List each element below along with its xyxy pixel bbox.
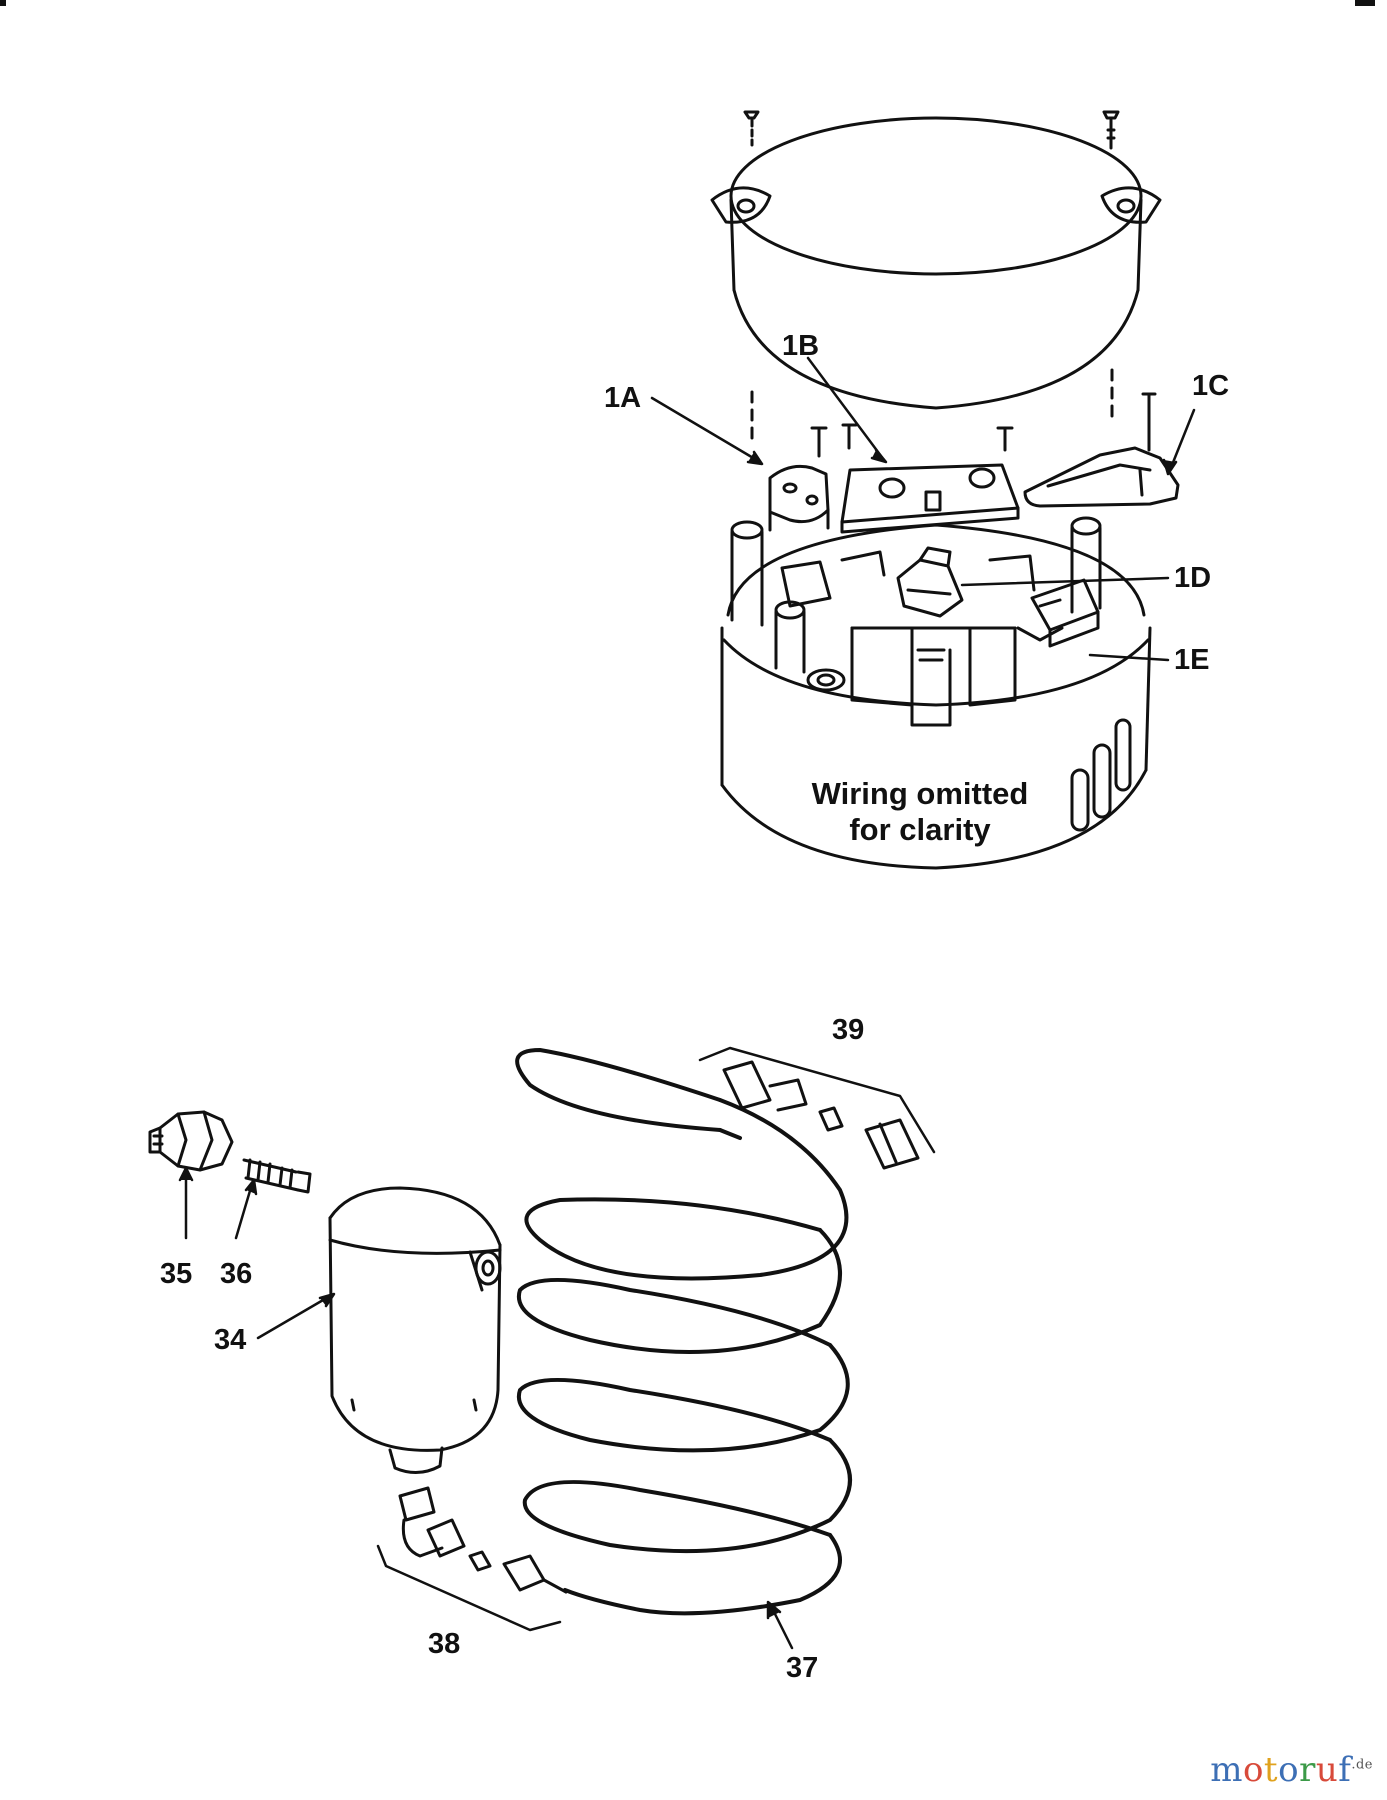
part-38-fittings [376, 1486, 568, 1632]
alignment-lines [750, 368, 1114, 442]
callout-34: 34 [214, 1324, 247, 1356]
callout-39: 39 [832, 1014, 865, 1046]
wiring-note-line1: Wiring omitted [811, 776, 1029, 811]
callout-38: 38 [428, 1628, 461, 1660]
callout-37: 37 [786, 1652, 819, 1684]
part-34-tank [328, 1186, 502, 1474]
top-edge-mark-right [1355, 0, 1375, 6]
watermark-letter: r [1299, 1750, 1316, 1790]
part-37-coiled-tube [515, 1048, 852, 1616]
part-1D-brush-holder [896, 546, 964, 618]
cover-screws [743, 110, 1120, 150]
watermark-letter: m [1210, 1750, 1243, 1790]
callout-1A: 1A [604, 382, 642, 414]
part-1B-switch-plate [810, 423, 1020, 534]
watermark-letter: o [1278, 1750, 1300, 1790]
part-1A-terminal [768, 464, 830, 532]
callout-leaders-upper [650, 356, 1196, 662]
part-1E-terminal-block [1030, 578, 1100, 648]
callout-leaders-lower [178, 1166, 794, 1650]
motoruf-watermark: motoruf.de [1210, 1750, 1373, 1790]
watermark-letter: u [1315, 1750, 1339, 1790]
watermark-tld: .de [1351, 1757, 1373, 1773]
callout-1D: 1D [1174, 562, 1212, 594]
part-39-fittings [698, 1046, 936, 1170]
callout-36: 36 [220, 1258, 253, 1290]
wiring-note: Wiring omitted for clarity [770, 776, 1070, 847]
callout-1B: 1B [782, 330, 820, 362]
top-edge-mark-left [0, 0, 6, 6]
part-1C-bracket [1023, 392, 1180, 508]
watermark-letter: o [1242, 1750, 1264, 1790]
callout-35: 35 [160, 1258, 193, 1290]
callout-1E: 1E [1174, 644, 1210, 676]
motor-cover [710, 116, 1162, 410]
callout-1C: 1C [1192, 370, 1230, 402]
wiring-note-line2: for clarity [849, 811, 991, 847]
watermark-letter: t [1263, 1750, 1279, 1790]
part-35-plug [148, 1110, 234, 1172]
watermark-letter: f [1338, 1750, 1352, 1790]
motor-base [720, 516, 1152, 870]
